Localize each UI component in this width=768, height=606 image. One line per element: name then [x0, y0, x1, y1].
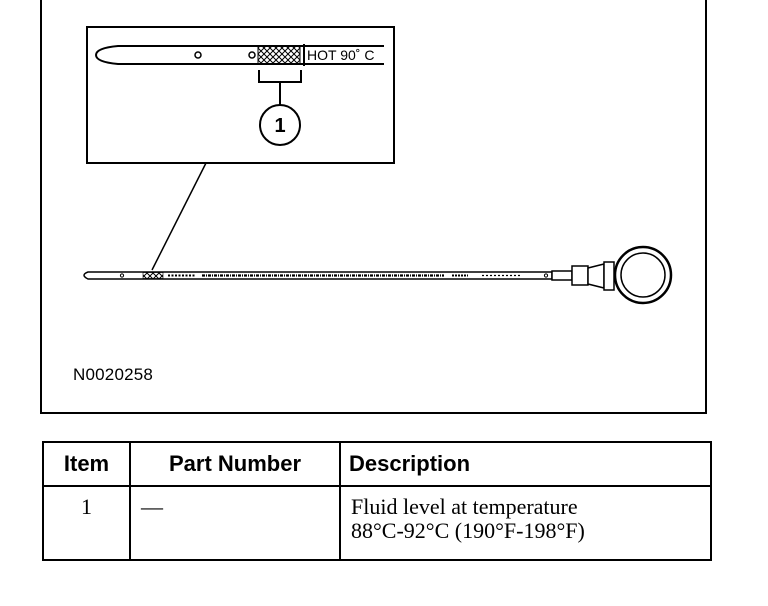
leader-line [151, 162, 207, 271]
cell-part-number: — [129, 485, 341, 561]
callout-bracket [258, 70, 302, 105]
dipstick-grip-shank [603, 261, 615, 291]
figure-id: N0020258 [73, 365, 154, 384]
table-header-row: Item Part Number Description [42, 441, 712, 487]
header-item: Item [42, 441, 131, 487]
callout-number: 1 [274, 115, 285, 137]
dipstick-markings [119, 272, 549, 279]
description-line-1: Fluid level at temperature [351, 494, 578, 519]
dipstick-ring-inner [620, 252, 666, 298]
callout-circle [259, 104, 301, 146]
hot-temperature-label: HOT 90˚ C [307, 47, 374, 63]
header-part-number: Part Number [129, 441, 341, 487]
header-description: Description [339, 441, 712, 487]
dipstick-grip-neck [587, 263, 605, 289]
inset-dipstick-tip [94, 45, 384, 65]
dipstick-collar [551, 270, 573, 281]
inset-hole-left [194, 51, 202, 59]
cell-description: Fluid level at temperature 88°C-92°C (19… [339, 485, 712, 561]
parts-table: Item Part Number Description 1 — Fluid l… [42, 441, 712, 561]
table-row: 1 — Fluid level at temperature 88°C-92°C… [42, 485, 712, 561]
detail-inset-box [86, 26, 395, 164]
dipstick-cap [571, 265, 589, 286]
cell-item: 1 [42, 485, 131, 561]
inset-hole-right [248, 51, 256, 59]
description-line-2: 88°C-92°C (190°F-198°F) [351, 518, 585, 543]
inset-hot-zone-hatch [257, 45, 301, 65]
